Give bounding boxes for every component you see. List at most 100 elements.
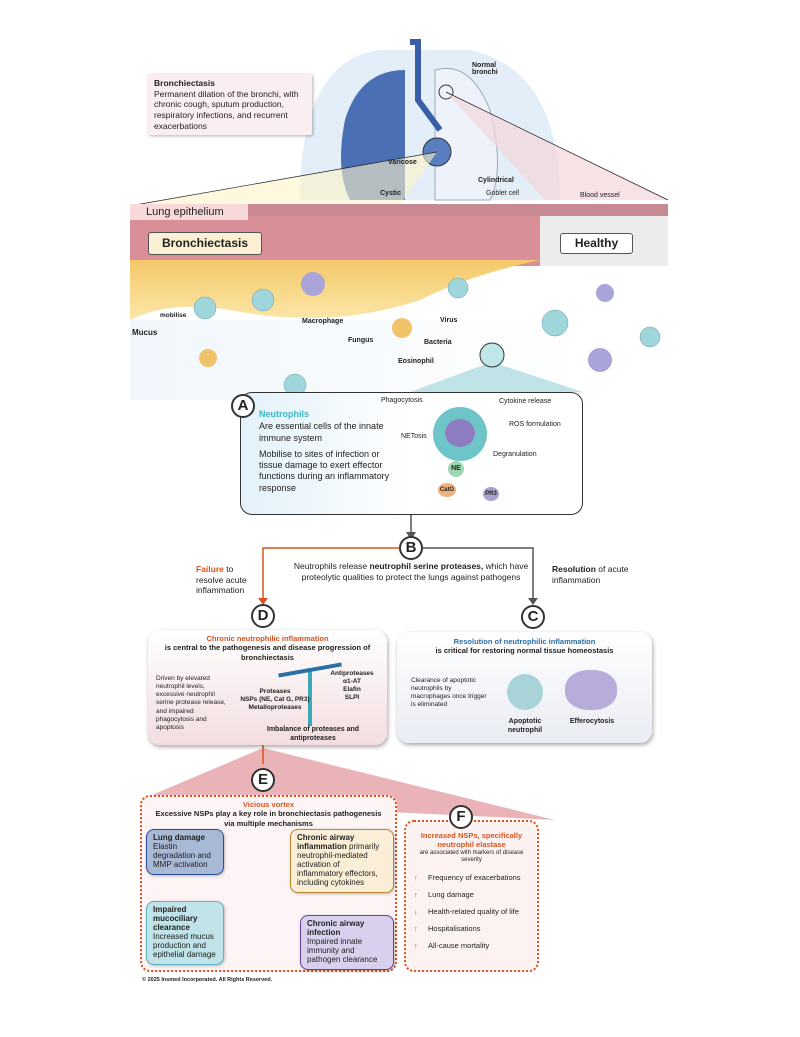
c-subtitle: is critical for restoring normal tissue … bbox=[435, 646, 614, 656]
box-c-resolution: Resolution of neutrophilic inflammation … bbox=[397, 632, 652, 743]
failure-bold: Failure bbox=[196, 564, 224, 574]
label-netosis: NETosis bbox=[401, 433, 427, 440]
label-blood-vessel: Blood vessel bbox=[580, 192, 620, 199]
inflammation-title: Chronic airway inflammation bbox=[297, 833, 355, 851]
mucus-layer bbox=[130, 260, 540, 320]
f-list: ↑Frequency of exacerbations↑Lung damage↓… bbox=[414, 873, 529, 950]
b-text: Neutrophils release neutrophil serine pr… bbox=[286, 561, 536, 582]
resolution-bold: Resolution bbox=[552, 564, 596, 574]
f-item-label: Health-related quality of life bbox=[428, 906, 519, 916]
arrow-icon: ↓ bbox=[414, 906, 418, 916]
label-mobilise: mobilise bbox=[160, 312, 187, 319]
label-normal-bronchi: Normal bronchi bbox=[472, 62, 498, 76]
f-item: ↑ Hospitalisations bbox=[414, 924, 529, 933]
eosinophil-2 bbox=[199, 349, 217, 367]
b-text-pre: Neutrophils release bbox=[293, 561, 370, 571]
failure-rest: to resolve acute inflammation bbox=[196, 564, 247, 596]
bronchiectasis-info-box: Bronchiectasis Permanent dilation of the… bbox=[148, 74, 312, 135]
anti-item: α1-AT bbox=[343, 678, 361, 686]
label-virus: Virus bbox=[440, 317, 458, 324]
label-bacteria: Bacteria bbox=[424, 339, 452, 346]
label-varicose: Varicose bbox=[388, 159, 417, 166]
f-item-label: Lung damage bbox=[428, 889, 474, 899]
f-item: ↓ Health-related quality of life bbox=[414, 907, 529, 916]
f-item-label: All-cause mortality bbox=[428, 940, 490, 950]
apoptotic-neutrophil-icon bbox=[507, 674, 543, 710]
antiproteases-label: Antiproteases bbox=[330, 670, 374, 677]
box-d-chronic-inflammation: Chronic neutrophilic inflammation is cen… bbox=[148, 630, 387, 745]
bronchiectasis-label: Bronchiectasis bbox=[148, 232, 262, 255]
proteases-label: Proteases bbox=[259, 688, 291, 695]
pr3-granule: PR3 bbox=[483, 487, 499, 501]
c-title: Resolution of neutrophilic inflammation bbox=[453, 637, 596, 646]
box-e-vicious-vortex: Vicious vortex Excessive NSPs play a key… bbox=[140, 795, 397, 972]
label-degranulation: Degranulation bbox=[493, 451, 537, 458]
arrow-icon: ↑ bbox=[414, 923, 418, 933]
info-title: Bronchiectasis bbox=[154, 78, 215, 88]
label-cytokine-release: Cytokine release bbox=[499, 398, 552, 405]
f-item: ↑ All-cause mortality bbox=[414, 941, 529, 950]
label-ros-formulation: ROS formulation bbox=[509, 421, 561, 428]
d-title: Chronic neutrophilic inflammation bbox=[206, 634, 329, 643]
label-mucus: Mucus bbox=[132, 328, 158, 337]
inflammation-text: primarily neutrophil-mediated activation… bbox=[297, 841, 380, 887]
infection-title: Chronic airway infection bbox=[307, 919, 365, 937]
mucociliary-text: Increased mucus production and epithelia… bbox=[153, 931, 216, 959]
b-text-post: which have proteolytic qualities to prot… bbox=[301, 561, 529, 582]
info-text: Permanent dilation of the bronchi, with … bbox=[154, 88, 299, 131]
ne-granule: NE bbox=[448, 461, 464, 477]
lung-damage-text: Elastin degradation and MMP activation bbox=[153, 841, 211, 869]
b-text-bold: neutrophil serine proteases, bbox=[369, 561, 484, 571]
e-subtitle: Excessive NSPs play a key role in bronch… bbox=[155, 809, 382, 828]
blood-vessel-band bbox=[130, 204, 668, 216]
label-eosinophil: Eosinophil bbox=[398, 358, 434, 365]
lung-damage-title: Lung damage bbox=[153, 833, 206, 842]
label-phagocytosis: Phagocytosis bbox=[381, 397, 423, 404]
c-apoptotic-label: Apoptotic neutrophil bbox=[507, 718, 543, 734]
label-fungus: Fungus bbox=[348, 337, 374, 344]
anti-item: SLPI bbox=[344, 694, 360, 702]
neutrophil-illustration bbox=[433, 407, 487, 461]
neutrophils-title: Neutrophils bbox=[259, 409, 310, 419]
neutrophils-line1: Are essential cells of the innate immune… bbox=[259, 421, 384, 443]
infection-text: Impaired innate immunity and pathogen cl… bbox=[307, 936, 378, 964]
c-text: Clearance of apoptotic neutrophils by ma… bbox=[411, 677, 487, 709]
metalloproteases: Metalloproteases bbox=[248, 704, 302, 712]
efferocytosis-icon bbox=[565, 670, 617, 710]
marker-f: F bbox=[449, 805, 473, 829]
f-item: ↑ Lung damage bbox=[414, 890, 529, 899]
f-item-label: Hospitalisations bbox=[428, 923, 481, 933]
f-item-label: Frequency of exacerbations bbox=[428, 872, 521, 882]
label-cystic: Cystic bbox=[380, 190, 402, 197]
f-subtitle: are associated with markers of disease s… bbox=[419, 849, 524, 864]
arrow-icon: ↑ bbox=[414, 940, 418, 950]
scale-icon bbox=[308, 668, 312, 726]
proteases-items: NSPs (NE, Cat G, PR3) bbox=[240, 696, 310, 704]
arrow-icon: ↑ bbox=[414, 889, 418, 899]
mucociliary-title: Impaired mucociliary clearance bbox=[153, 905, 198, 932]
marker-d: D bbox=[251, 604, 275, 628]
anti-item: Elafin bbox=[343, 686, 361, 694]
healthy-label: Healthy bbox=[560, 233, 633, 254]
immune-cells bbox=[193, 277, 661, 397]
label-goblet-cell: Goblet cell bbox=[486, 190, 520, 197]
resolution-text: Resolution of acute inflammation bbox=[552, 564, 652, 585]
marker-b: B bbox=[399, 536, 423, 560]
label-cylindrical: Cylindrical bbox=[478, 177, 514, 184]
copyright: © 2025 Insmed Incorporated. All Rights R… bbox=[142, 977, 273, 983]
macrophages bbox=[301, 272, 614, 372]
failure-text: Failure to resolve acute inflammation bbox=[196, 564, 260, 596]
catg-granule: CatG bbox=[438, 483, 456, 497]
d-text: Driven by elevated neutrophil levels, ex… bbox=[156, 675, 226, 731]
d-subtitle: is central to the pathogenesis and disea… bbox=[164, 643, 371, 662]
box-a-neutrophils: Neutrophils Are essential cells of the i… bbox=[240, 392, 583, 515]
lung-epithelium-title: Lung epithelium bbox=[130, 204, 248, 220]
resolution-rest: of acute inflammation bbox=[552, 564, 629, 585]
f-item: ↑Frequency of exacerbations bbox=[414, 873, 529, 882]
